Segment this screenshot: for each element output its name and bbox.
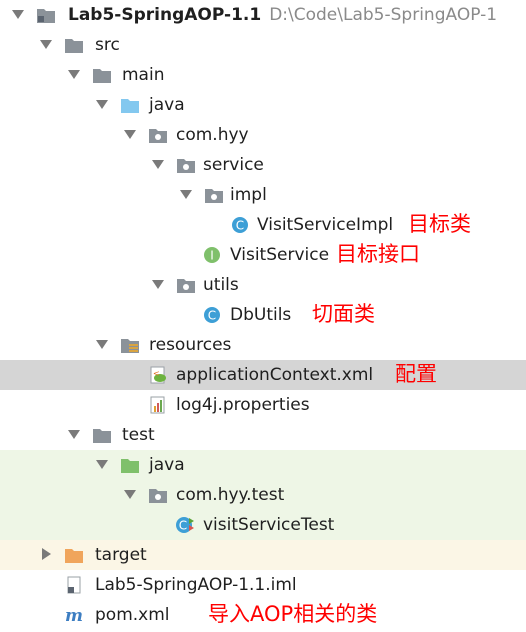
expand-arrow-icon[interactable] bbox=[96, 460, 108, 469]
tree-label-target: target bbox=[95, 545, 147, 565]
expand-arrow-icon[interactable] bbox=[96, 100, 108, 109]
tree-row-java[interactable]: java bbox=[0, 90, 526, 120]
tree-row-impl[interactable]: impl bbox=[0, 180, 526, 210]
tree-row-package-com-hyy-test[interactable]: com.hyy.test bbox=[0, 480, 526, 510]
svg-text:I: I bbox=[210, 249, 214, 263]
tree-label-test-java: java bbox=[149, 455, 185, 475]
expand-arrow-icon[interactable] bbox=[124, 490, 136, 499]
tree-label-java: java bbox=[149, 95, 185, 115]
svg-text:C: C bbox=[179, 519, 187, 533]
tree-label-src: src bbox=[95, 35, 120, 55]
package-icon bbox=[205, 189, 223, 203]
tree-row-test[interactable]: test bbox=[0, 420, 526, 450]
expand-arrow-icon[interactable] bbox=[152, 280, 164, 289]
tree-row-resources[interactable]: resources bbox=[0, 330, 526, 360]
tree-row-applicationcontext[interactable]: < applicationContext.xml 配置 bbox=[0, 360, 526, 390]
tree-label-utils: utils bbox=[203, 275, 239, 295]
package-icon bbox=[177, 159, 195, 173]
package-icon bbox=[177, 279, 195, 293]
tree-row-project[interactable]: Lab5-SpringAOP-1.1 D:\Code\Lab5-SpringAOP… bbox=[0, 0, 526, 30]
annotation-aspect-class: 切面类 bbox=[312, 302, 375, 326]
properties-icon bbox=[150, 396, 165, 414]
class-icon: C bbox=[232, 217, 248, 233]
expand-arrow-icon[interactable] bbox=[40, 40, 52, 49]
expand-arrow-icon[interactable] bbox=[152, 160, 164, 169]
expand-arrow-icon[interactable] bbox=[12, 10, 24, 19]
tree-row-dbutils[interactable]: C DbUtils 切面类 bbox=[0, 300, 526, 330]
folder-icon bbox=[65, 39, 83, 53]
tree-label-applicationcontext: applicationContext.xml bbox=[176, 365, 374, 385]
svg-text:<: < bbox=[153, 369, 160, 378]
tree-label-resources: resources bbox=[149, 335, 232, 355]
svg-text:C: C bbox=[208, 309, 216, 323]
class-icon: C bbox=[204, 307, 220, 323]
tree-row-iml[interactable]: Lab5-SpringAOP-1.1.iml bbox=[0, 570, 526, 600]
tree-label-iml: Lab5-SpringAOP-1.1.iml bbox=[95, 575, 297, 595]
tree-row-log4j[interactable]: log4j.properties bbox=[0, 390, 526, 420]
tree-row-visitservicetest[interactable]: C visitServiceTest bbox=[0, 510, 526, 540]
expand-arrow-icon[interactable] bbox=[124, 130, 136, 139]
tree-label-log4j: log4j.properties bbox=[176, 395, 310, 415]
svg-text:m: m bbox=[65, 606, 83, 624]
collapse-arrow-icon[interactable] bbox=[42, 548, 51, 560]
test-class-icon: C bbox=[176, 517, 194, 533]
tree-label-impl: impl bbox=[230, 185, 267, 205]
tree-label-dbutils: DbUtils bbox=[230, 305, 292, 325]
tree-row-visitserviceimpl[interactable]: C VisitServiceImpl 目标类 bbox=[0, 210, 526, 240]
tree-row-visitservice[interactable]: I VisitService 目标接口 bbox=[0, 240, 526, 270]
tree-label-visitservicetest: visitServiceTest bbox=[203, 515, 335, 535]
tree-label-pom: pom.xml bbox=[95, 605, 170, 625]
project-name: Lab5-SpringAOP-1.1 bbox=[68, 5, 262, 25]
tree-row-package-com-hyy[interactable]: com.hyy bbox=[0, 120, 526, 150]
tree-row-src[interactable]: src bbox=[0, 30, 526, 60]
tree-label-test: test bbox=[122, 425, 155, 445]
tree-row-test-java[interactable]: java bbox=[0, 450, 526, 480]
excluded-folder-icon bbox=[65, 549, 83, 563]
folder-icon bbox=[93, 429, 111, 443]
folder-icon bbox=[93, 69, 111, 83]
tree-label-visitservice: VisitService bbox=[230, 245, 330, 265]
expand-arrow-icon[interactable] bbox=[96, 340, 108, 349]
spring-xml-icon: < bbox=[150, 366, 166, 384]
package-icon bbox=[149, 129, 167, 143]
expand-arrow-icon[interactable] bbox=[68, 70, 80, 79]
tree-label-main: main bbox=[122, 65, 165, 85]
package-icon bbox=[149, 489, 167, 503]
annotation-target-class: 目标类 bbox=[408, 212, 471, 236]
module-file-icon bbox=[67, 576, 81, 594]
expand-arrow-icon[interactable] bbox=[68, 430, 80, 439]
tree-row-service[interactable]: service bbox=[0, 150, 526, 180]
tree-row-pom[interactable]: m pom.xml 导入AOP相关的类 bbox=[0, 600, 526, 630]
annotation-pom: 导入AOP相关的类 bbox=[208, 602, 378, 626]
tree-row-target[interactable]: target bbox=[0, 540, 526, 570]
test-source-folder-icon bbox=[121, 459, 139, 473]
module-folder-icon bbox=[37, 9, 55, 23]
tree-row-utils[interactable]: utils bbox=[0, 270, 526, 300]
annotation-target-interface: 目标接口 bbox=[336, 242, 420, 266]
project-path: D:\Code\Lab5-SpringAOP-1 bbox=[269, 5, 498, 25]
interface-icon: I bbox=[204, 247, 220, 263]
tree-label-service: service bbox=[203, 155, 264, 175]
tree-row-main[interactable]: main bbox=[0, 60, 526, 90]
source-folder-icon bbox=[121, 99, 139, 113]
annotation-config: 配置 bbox=[395, 362, 437, 386]
expand-arrow-icon[interactable] bbox=[180, 190, 192, 199]
maven-icon: m bbox=[65, 606, 83, 624]
tree-label-visitserviceimpl: VisitServiceImpl bbox=[257, 215, 394, 235]
svg-text:C: C bbox=[236, 219, 244, 233]
resources-folder-icon bbox=[121, 339, 139, 353]
tree-label-test-package: com.hyy.test bbox=[176, 485, 285, 505]
tree-label-package: com.hyy bbox=[176, 125, 249, 145]
